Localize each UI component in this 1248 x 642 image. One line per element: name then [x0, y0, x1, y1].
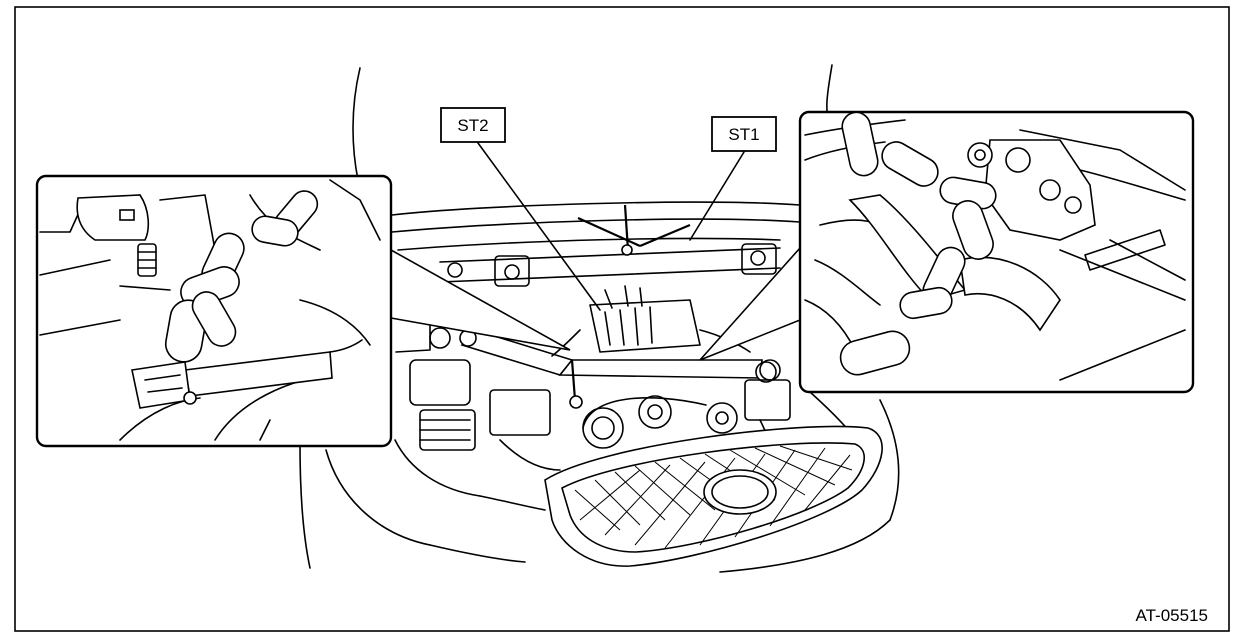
- callout-st1-label: ST1: [728, 125, 759, 144]
- right-inset-chain: [839, 111, 997, 376]
- left-inset-detail: [35, 174, 393, 448]
- left-inset-chain: [164, 190, 319, 363]
- right-inset-detail: [798, 110, 1195, 394]
- engine-bay-sketch: [299, 64, 900, 573]
- figure-id-label: AT-05515: [1136, 606, 1208, 625]
- callout-st2-label: ST2: [457, 116, 488, 135]
- callout-st1: ST1: [689, 116, 777, 241]
- callout-st2: ST2: [440, 107, 601, 311]
